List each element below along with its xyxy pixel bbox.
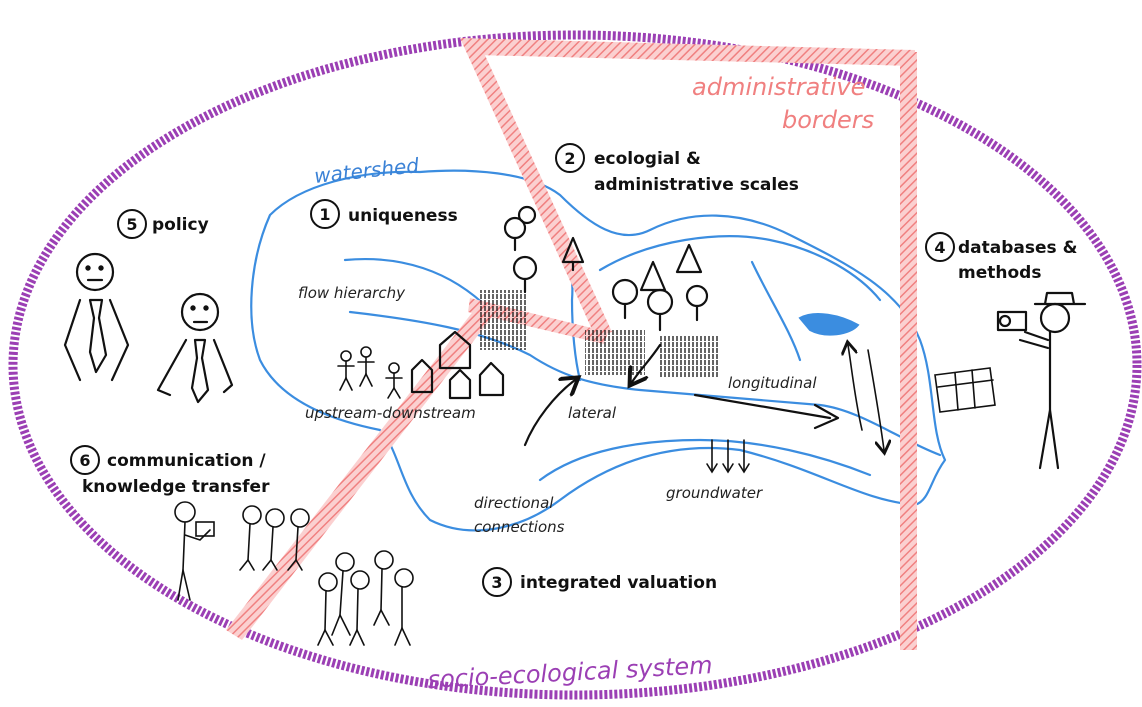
database-grid: [934, 367, 996, 413]
badge-2: 2: [555, 143, 585, 173]
river-lower: [538, 438, 872, 482]
administrative-border-right: [900, 52, 917, 650]
tree-group: [503, 205, 709, 332]
badge-3: 3: [482, 567, 512, 597]
theme-policy: policy: [152, 215, 209, 235]
svg-text:5: 5: [126, 215, 137, 234]
field-right: [660, 335, 720, 377]
svg-text:3: 3: [491, 573, 502, 592]
flow-hierarchy-label: flow hierarchy: [298, 284, 406, 302]
river-branch-left: [343, 258, 492, 312]
theme-databases-line1: databases &: [958, 238, 1078, 258]
theme-communication-line1: communication /: [107, 451, 266, 471]
right-arrow-down: [867, 349, 884, 450]
upstream-label: upstream-downstream: [305, 404, 476, 422]
longitudinal-label: longitudinal: [728, 374, 817, 392]
svg-text:2: 2: [564, 149, 575, 168]
socio-ecological-boundary: [8, 30, 1142, 700]
theme-communication-line2: knowledge transfer: [82, 477, 270, 497]
badge-6: 6: [70, 445, 100, 475]
lateral-arrow: [523, 380, 575, 447]
administrative-border-top: [460, 38, 915, 66]
audience-figures: [239, 505, 414, 646]
svg-text:1: 1: [319, 205, 330, 224]
village-people: [337, 346, 403, 399]
longitudinal-arrow: [693, 393, 840, 430]
field-left: [478, 290, 528, 350]
lake: [798, 313, 860, 336]
directional-label-line1: directional: [474, 494, 554, 512]
badge-5: 5: [117, 209, 147, 239]
lateral-label: lateral: [568, 404, 617, 422]
directional-label-line2: connections: [474, 518, 565, 536]
right-arrow-up: [848, 345, 863, 431]
river-branch-right: [598, 235, 882, 302]
svg-text:4: 4: [934, 238, 945, 257]
admin-label-line2: borders: [782, 106, 874, 134]
badge-1: 1: [310, 199, 340, 229]
field-center: [585, 330, 645, 375]
theme-scales-line1: ecologial &: [594, 149, 701, 169]
watershed-label: watershed: [313, 153, 420, 188]
svg-text:6: 6: [79, 451, 90, 470]
theme-uniqueness: uniqueness: [348, 206, 458, 226]
researcher-figure: [996, 291, 1087, 470]
village-houses: [410, 330, 505, 400]
administrative-border-lower: [226, 305, 496, 640]
admin-label-line1: administrative: [692, 73, 865, 101]
theme-databases-line2: methods: [958, 263, 1041, 283]
theme-valuation: integrated valuation: [520, 573, 717, 593]
groundwater-arrows: [706, 439, 750, 474]
flow-arrow-down: [632, 343, 662, 382]
river-tributary: [750, 260, 802, 362]
groundwater-label: groundwater: [666, 484, 763, 502]
communicator-figure: [174, 501, 215, 601]
theme-scales-line2: administrative scales: [594, 175, 799, 195]
policy-figures: [63, 252, 234, 404]
badge-4: 4: [925, 232, 955, 262]
